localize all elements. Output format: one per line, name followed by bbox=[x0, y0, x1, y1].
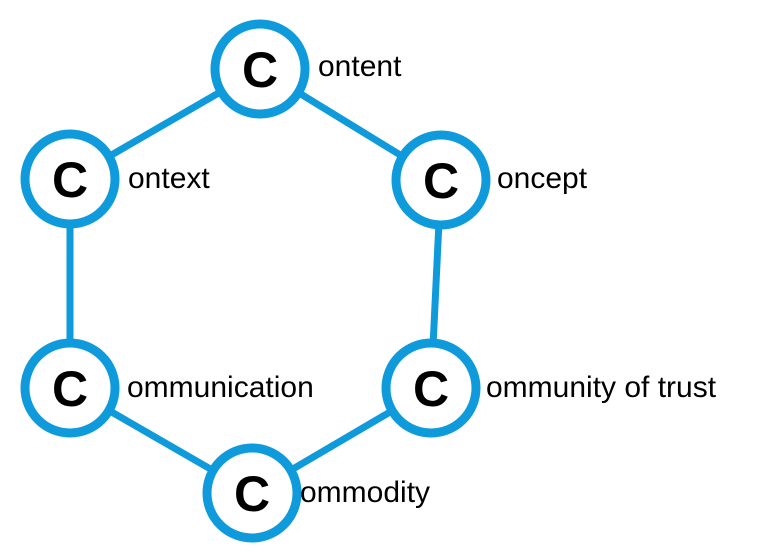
diagram-edges bbox=[66, 65, 445, 497]
node-community-of-trust-circle bbox=[381, 338, 481, 438]
node-concept-label: oncept bbox=[497, 162, 588, 195]
node-commodity-letter: C bbox=[234, 466, 270, 522]
node-content-circle bbox=[210, 19, 310, 119]
node-communication: C ommunication bbox=[20, 338, 314, 438]
node-concept-circle bbox=[391, 130, 491, 230]
node-commodity-label: ommodity bbox=[300, 476, 430, 509]
node-context: C ontext bbox=[20, 129, 210, 229]
node-content: C ontent bbox=[210, 19, 402, 119]
node-context-label: ontext bbox=[128, 162, 210, 195]
node-context-circle bbox=[20, 129, 120, 229]
node-content-label: ontent bbox=[318, 50, 402, 83]
node-content-letter: C bbox=[242, 42, 278, 98]
node-commodity-circle bbox=[202, 443, 302, 543]
node-community-of-trust-label: ommunity of trust bbox=[486, 371, 717, 404]
node-context-letter: C bbox=[52, 152, 88, 208]
node-community-of-trust-letter: C bbox=[413, 361, 449, 417]
diagram-nodes: C ontent C ontext C oncept C ommunicatio… bbox=[20, 19, 717, 543]
node-commodity: C ommodity bbox=[202, 443, 430, 543]
node-communication-label: ommunication bbox=[127, 371, 314, 404]
node-communication-circle bbox=[20, 338, 120, 438]
node-communication-letter: C bbox=[52, 361, 88, 417]
node-concept-letter: C bbox=[423, 153, 459, 209]
node-community-of-trust: C ommunity of trust bbox=[381, 338, 717, 438]
node-concept: C oncept bbox=[391, 130, 588, 230]
